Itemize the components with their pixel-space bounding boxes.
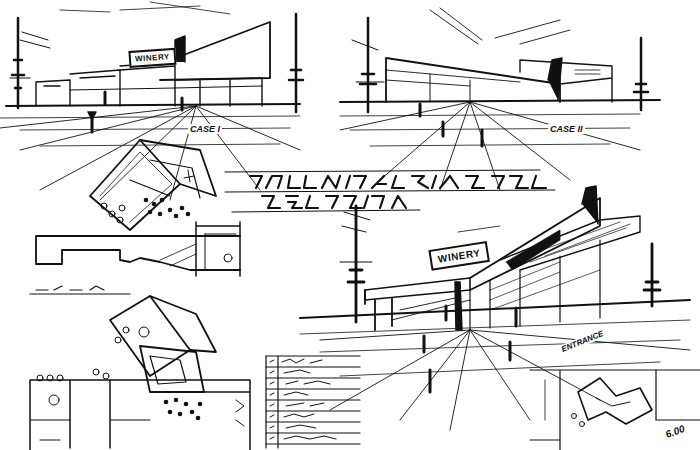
- sketch-label: CASE I: [188, 124, 222, 134]
- sign-text: WINERY: [437, 247, 481, 265]
- sketch-label: 6.00: [662, 422, 688, 440]
- sign-text: WINERY: [135, 52, 170, 63]
- winery-sign: WINERY: [128, 48, 176, 68]
- sketch-label: CASE II: [548, 124, 585, 134]
- winery-sign: WINERY: [428, 241, 490, 271]
